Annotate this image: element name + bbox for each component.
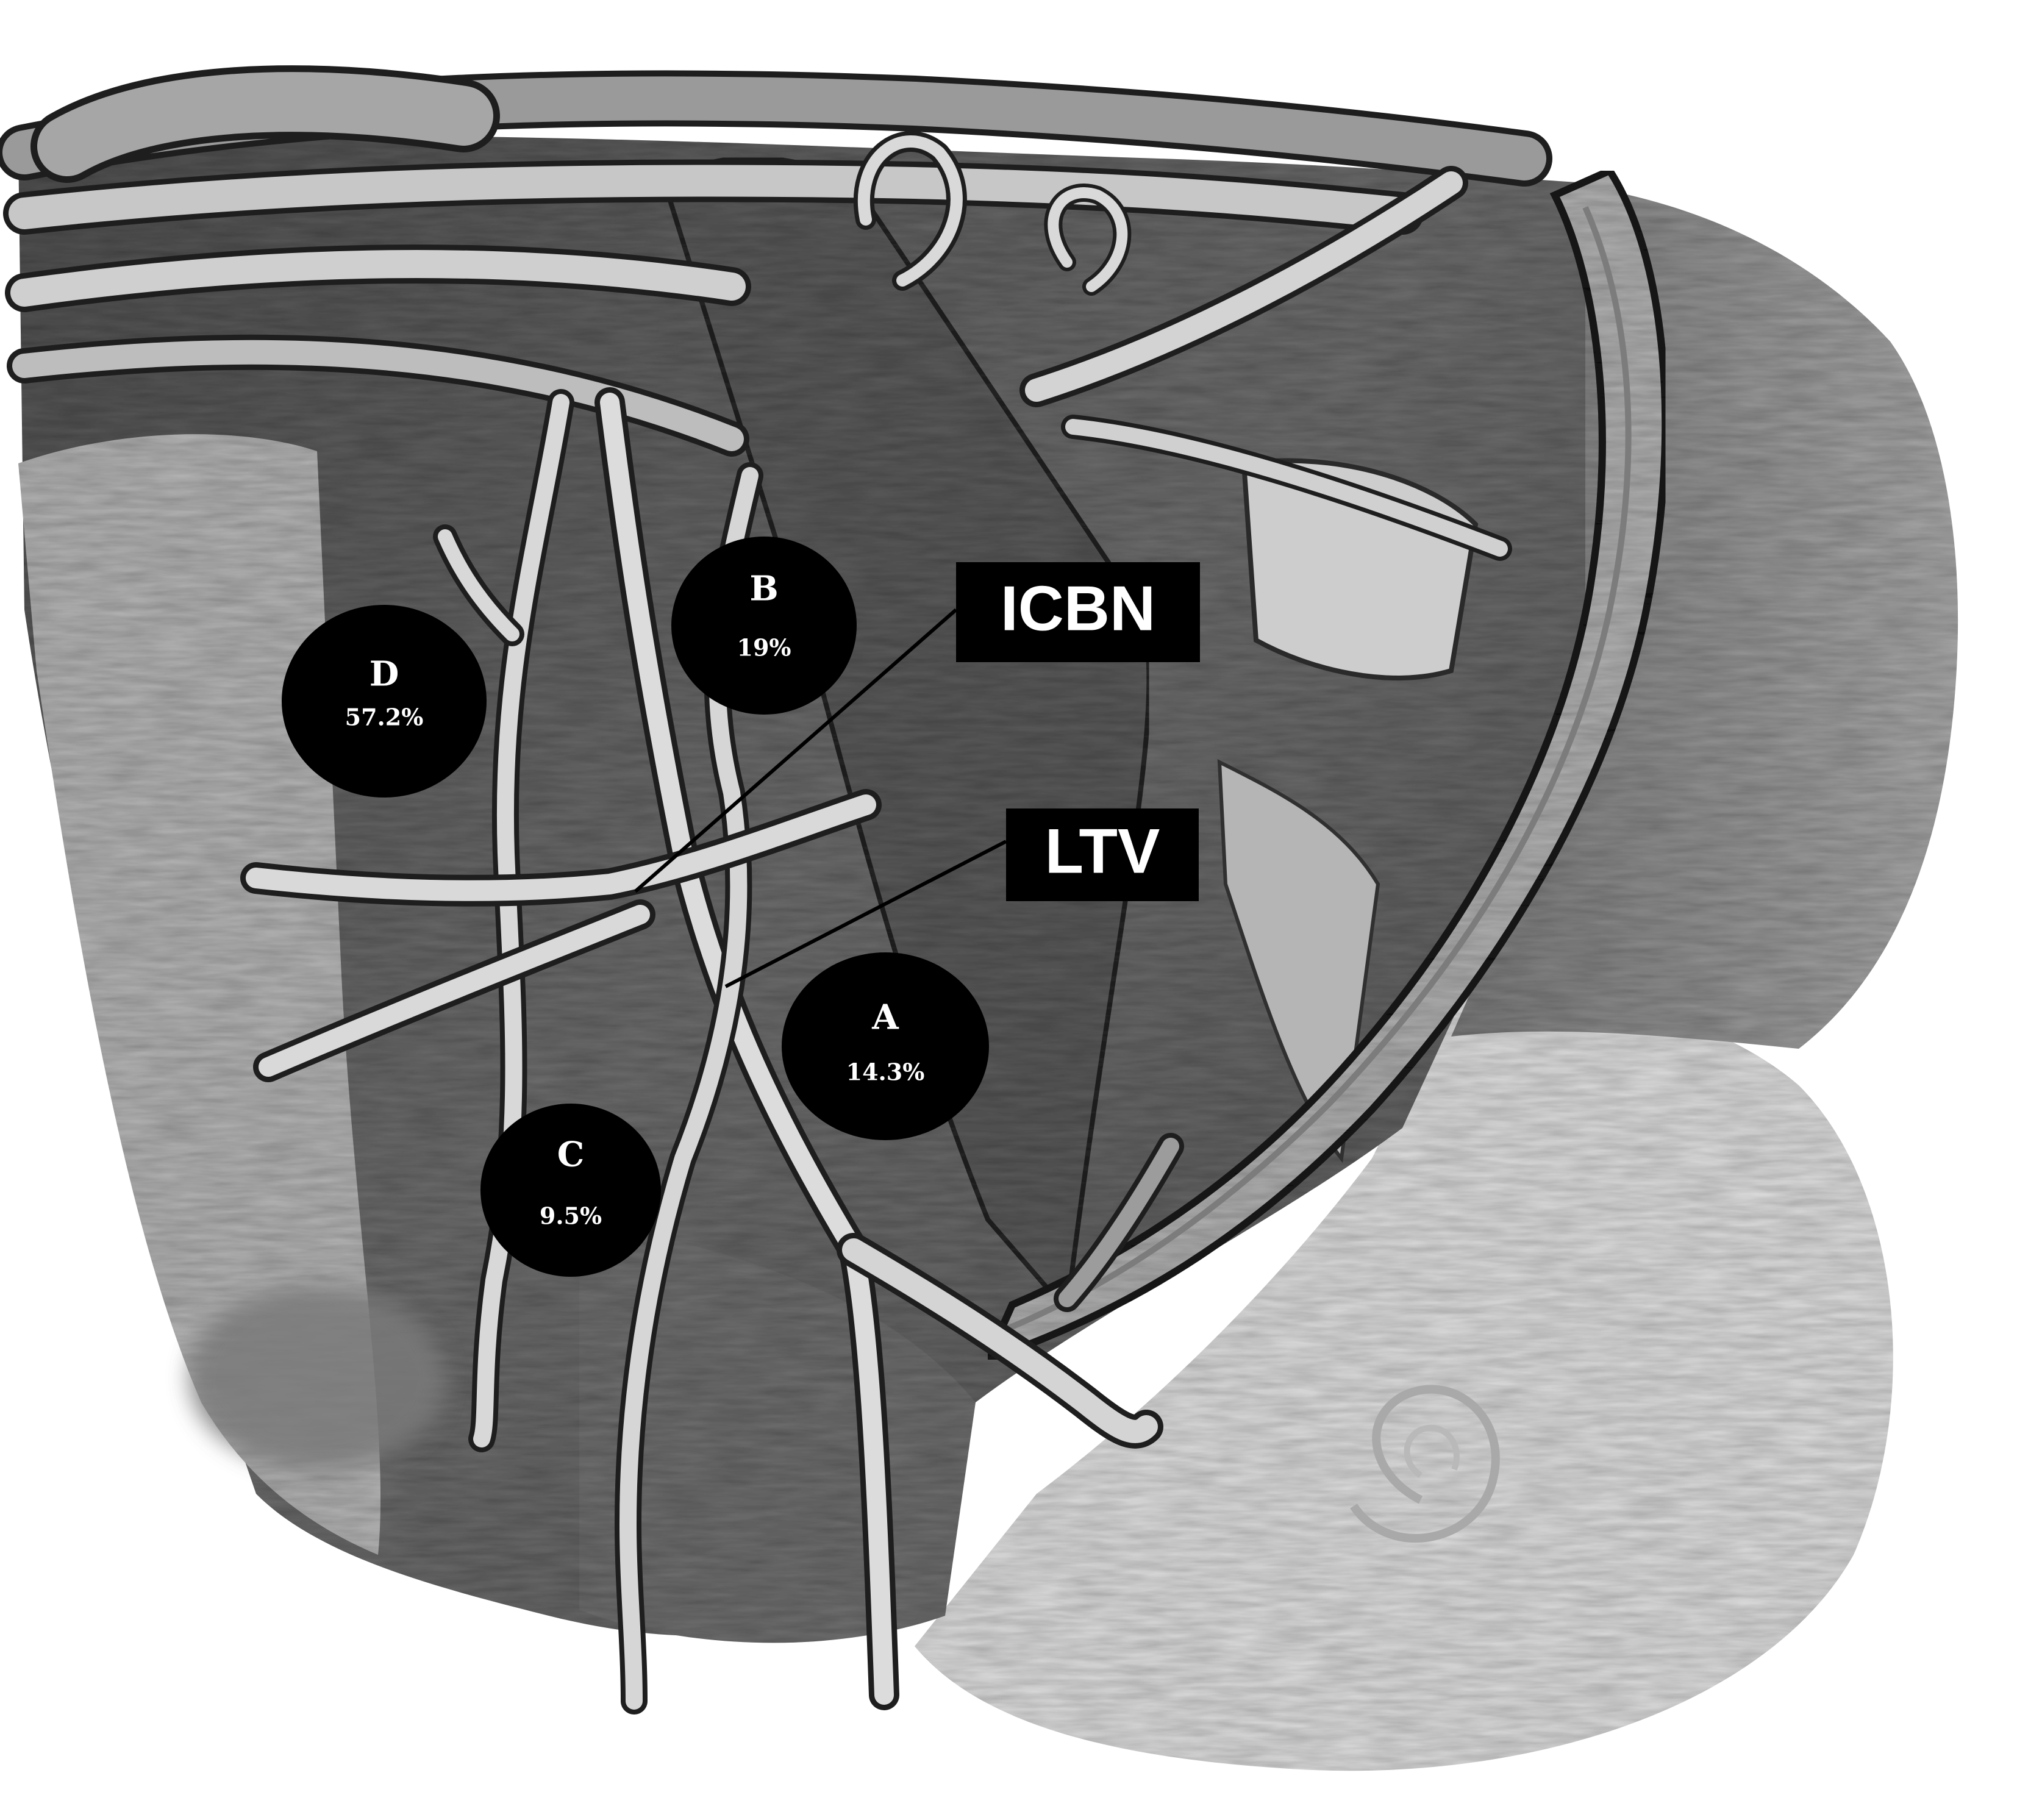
region-a-letter: A	[871, 997, 899, 1038]
region-c-circle	[480, 1104, 661, 1277]
ltv-label-box	[1006, 808, 1199, 901]
rib-inner-edge	[1005, 205, 1632, 1332]
axillary-bundle	[0, 65, 1552, 561]
icbn-label: ICBN	[956, 562, 1200, 662]
region-a-circle	[782, 952, 989, 1140]
region-b-letter: B	[749, 569, 778, 609]
region-marker-c: C 9.5%	[480, 1104, 661, 1277]
ltv-leader-line	[724, 840, 1007, 988]
rib-body	[980, 166, 1669, 1366]
region-marker-a: A 14.3%	[782, 952, 989, 1140]
vertical-vessel-left	[433, 389, 574, 1452]
icbn-leader-line	[634, 608, 957, 893]
region-d-circle	[282, 605, 487, 798]
ltv-label: LTV	[1006, 808, 1199, 901]
icbn-label-box	[956, 562, 1200, 662]
lower-right-vessel	[1054, 1133, 1184, 1312]
shading-blotch	[189, 1286, 445, 1469]
rib	[980, 166, 1669, 1366]
region-a-percent: 14.3%	[846, 1058, 925, 1086]
vessels	[0, 65, 1552, 1715]
skin-swirl	[1350, 1385, 1500, 1543]
region-c-percent: 9.5%	[540, 1202, 602, 1230]
skin-swirl-inner	[1404, 1424, 1460, 1479]
region-b-circle	[671, 537, 857, 715]
region-c-letter: C	[557, 1135, 585, 1175]
region-d-percent: 57.2%	[345, 704, 424, 731]
region-marker-d: D 57.2%	[282, 605, 487, 798]
region-b-percent: 19%	[737, 634, 791, 662]
icbn-label-text: ICBN	[1001, 573, 1155, 644]
skin-flap	[915, 991, 1893, 1771]
ltv-label-text: LTV	[1045, 816, 1160, 887]
long-thoracic-vessel	[594, 387, 1163, 1710]
intercostobrachial-nerve	[240, 789, 882, 1082]
region-marker-b: B 19%	[671, 537, 857, 715]
region-d-letter: D	[369, 654, 399, 694]
